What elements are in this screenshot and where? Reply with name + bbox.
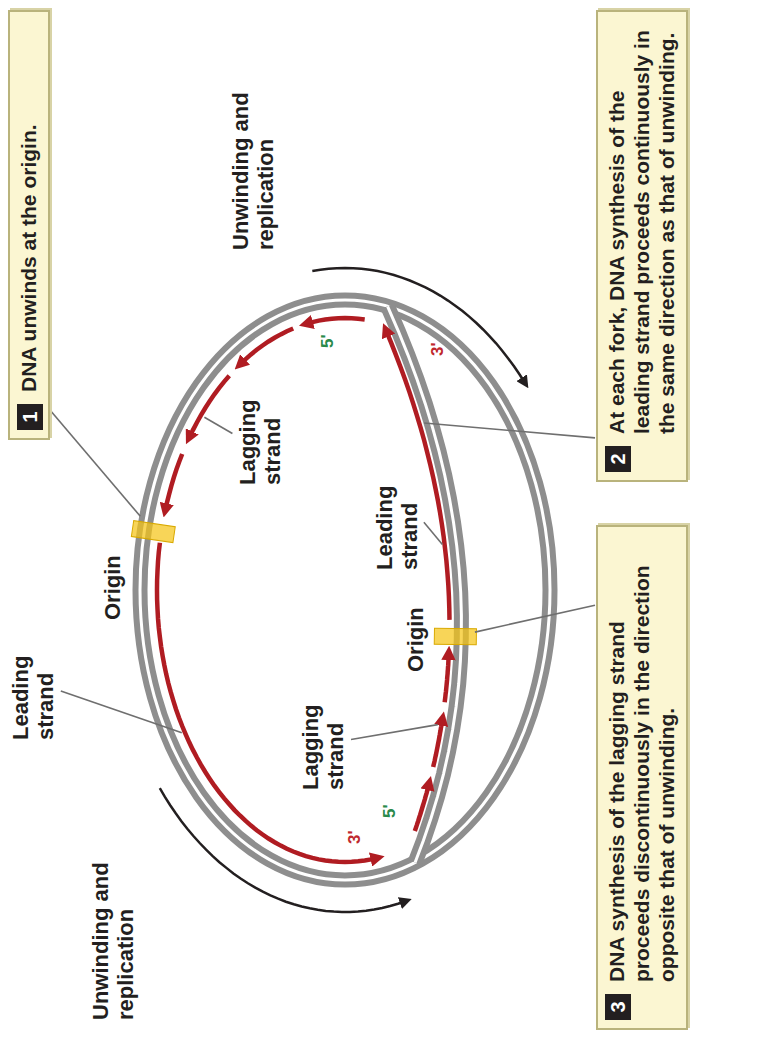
parental-dna-ring bbox=[140, 300, 550, 880]
end-label: 3' bbox=[345, 831, 365, 845]
origin-marker bbox=[131, 521, 175, 543]
callout-text: DNA synthesis of the lagging strand proc… bbox=[604, 539, 679, 982]
leader-line bbox=[61, 691, 182, 733]
origin-label: Origin bbox=[100, 555, 125, 620]
direction-label: Unwinding and replication bbox=[88, 840, 138, 1020]
origin-label: Origin bbox=[403, 607, 428, 672]
origin-marker bbox=[434, 628, 476, 645]
leader-line bbox=[424, 522, 443, 544]
callout-text: DNA unwinds at the origin. bbox=[16, 24, 41, 392]
end-label: 3' bbox=[428, 343, 448, 357]
strand-label: Leading strand bbox=[8, 640, 58, 740]
leading-strand-line bbox=[157, 543, 378, 862]
callout-box: 1 DNA unwinds at the origin. bbox=[8, 10, 50, 440]
leader-line bbox=[351, 725, 438, 740]
callout-box: 3 DNA synthesis of the lagging strand pro… bbox=[596, 525, 688, 1030]
ring-groove bbox=[140, 300, 550, 880]
callout-leader bbox=[424, 423, 595, 438]
callout-leader bbox=[51, 411, 141, 517]
okazaki-fragment bbox=[415, 783, 429, 831]
callout-box: 2 At each fork, DNA synthesis of the lead… bbox=[596, 10, 688, 482]
direction-label: Unwinding and replication bbox=[228, 70, 278, 250]
strand-label: Leading strand bbox=[372, 470, 422, 570]
okazaki-fragment bbox=[445, 653, 449, 702]
okazaki-fragment bbox=[240, 329, 293, 365]
leader-line bbox=[204, 417, 232, 433]
end-label: 5' bbox=[318, 335, 338, 349]
unwinding-arrow bbox=[312, 268, 525, 383]
strand-label: Lagging strand bbox=[235, 385, 285, 485]
leading-strand-line bbox=[386, 330, 450, 620]
okazaki-fragment bbox=[165, 454, 182, 511]
strand-label: Lagging strand bbox=[298, 690, 348, 790]
callout-leader bbox=[475, 605, 595, 632]
unwinding-arrow bbox=[160, 788, 406, 912]
end-label: 5' bbox=[380, 805, 400, 819]
callout-number: 2 bbox=[605, 446, 631, 472]
callout-text: At each fork, DNA synthesis of the leadi… bbox=[604, 24, 679, 434]
callout-number: 3 bbox=[605, 994, 631, 1020]
callout-number: 1 bbox=[17, 404, 43, 430]
okazaki-fragment bbox=[306, 318, 365, 324]
